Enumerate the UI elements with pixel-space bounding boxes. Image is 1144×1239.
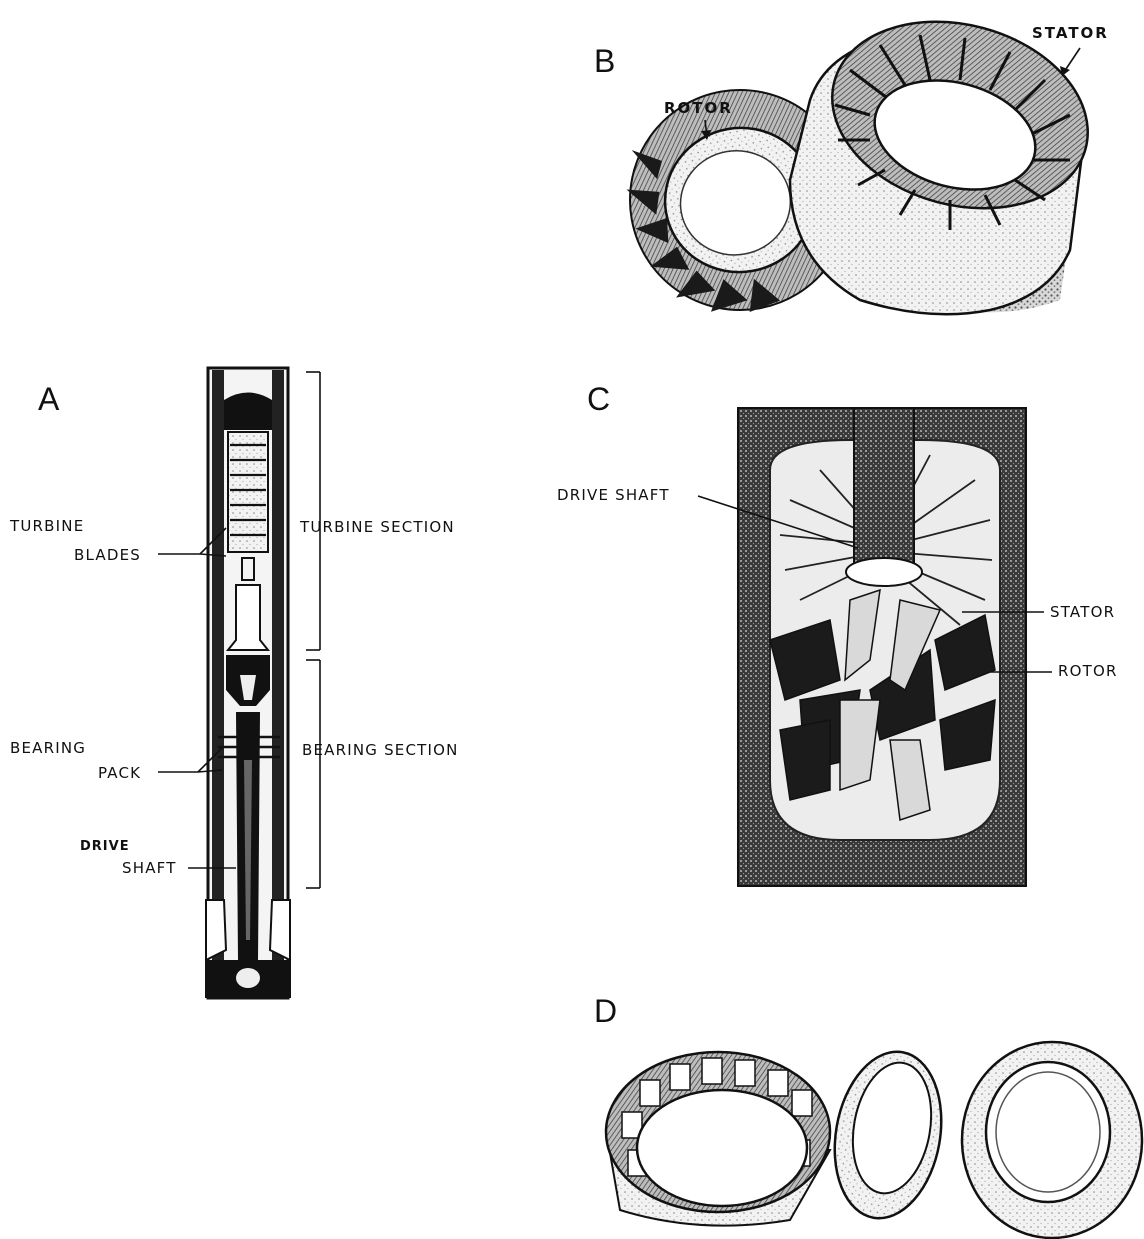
panel-d-letter: D (594, 993, 617, 1029)
label-turbine-section: TURBINE SECTION (299, 518, 455, 536)
bracket-turbine-section (306, 372, 320, 650)
bracket-bearing-section (306, 660, 320, 888)
label-bearing-section: BEARING SECTION (302, 741, 459, 759)
label-drive-shaft-c: DRIVE SHAFT (557, 486, 670, 504)
label-shaft: SHAFT (122, 859, 177, 877)
stator-ring-illustration (790, 0, 1109, 314)
turbodrill-illustration (205, 368, 291, 998)
label-stator-c: STATOR (1050, 603, 1115, 621)
bearing-ring-large (606, 1052, 830, 1226)
panel-c: C (557, 381, 1118, 886)
panel-c-letter: C (587, 381, 610, 417)
label-rotor-b: ROTOR (664, 99, 733, 117)
label-bearing: BEARING (10, 739, 86, 757)
label-stator-b: STATOR (1032, 24, 1109, 42)
label-rotor-c: ROTOR (1058, 662, 1118, 680)
panel-b: B (594, 0, 1109, 329)
bearing-ring-right (962, 1042, 1142, 1238)
bearing-ring-middle (822, 1043, 954, 1227)
panel-d: D (594, 993, 1142, 1238)
label-blades: BLADES (74, 546, 141, 564)
arrow-stator-b (1060, 48, 1080, 76)
panel-a-letter: A (38, 381, 60, 417)
label-pack: PACK (98, 764, 141, 782)
label-turbine: TURBINE (9, 517, 84, 535)
panel-b-letter: B (594, 43, 615, 79)
panel-a: A (9, 368, 459, 998)
turbine-cutaway-illustration (738, 408, 1026, 886)
label-drive: DRIVE (80, 839, 130, 854)
